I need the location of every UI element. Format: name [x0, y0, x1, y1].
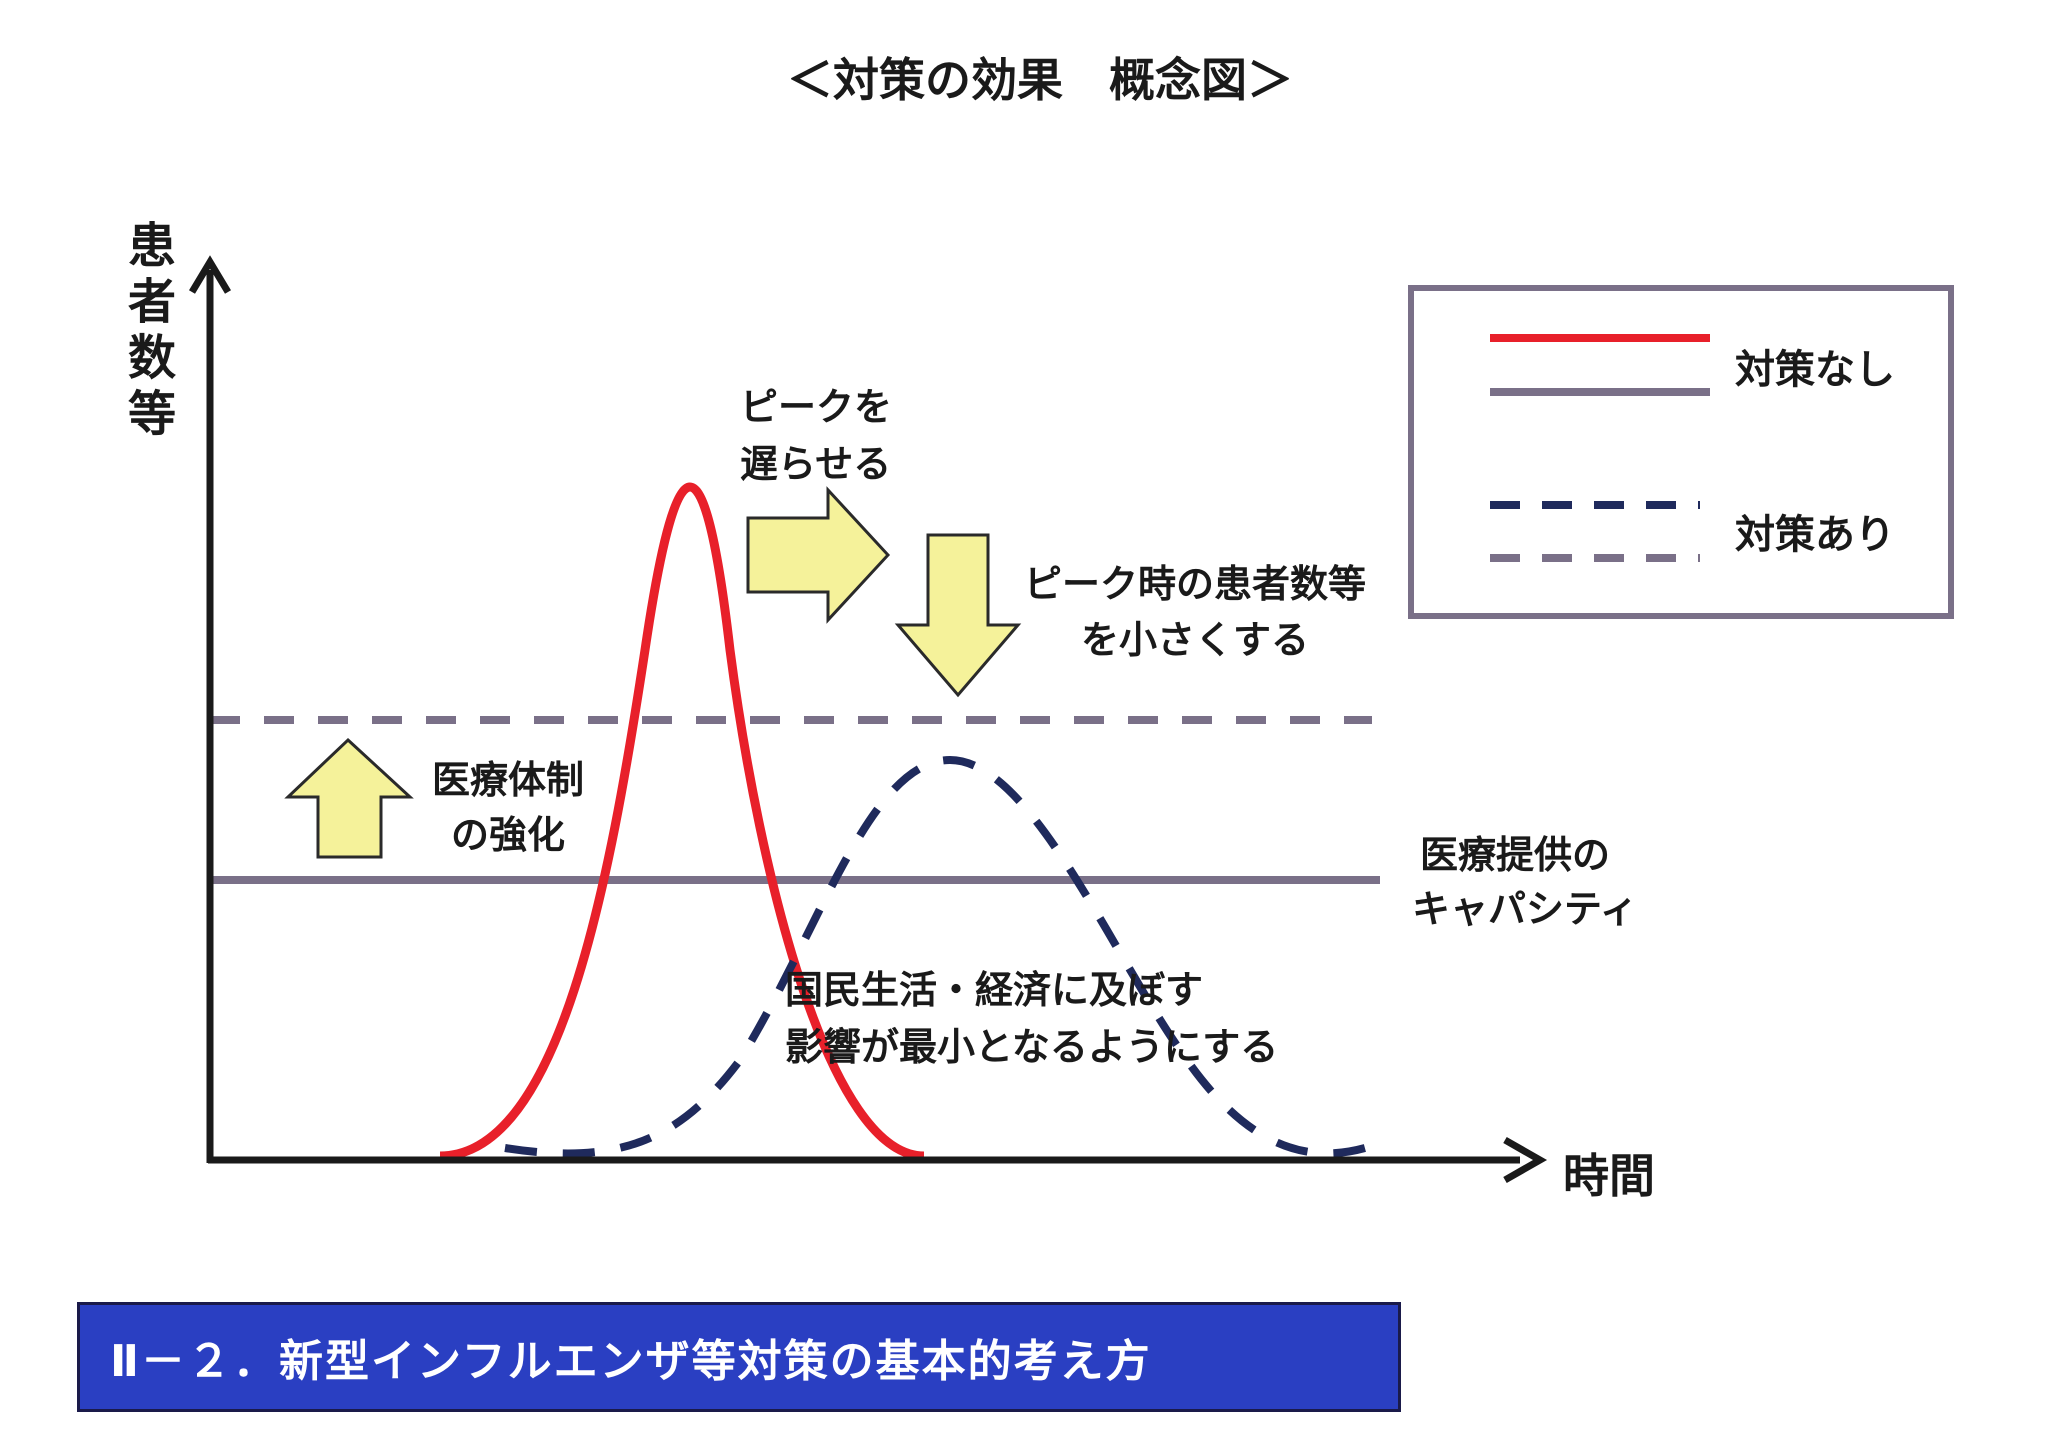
x-axis-arrowhead — [1503, 1136, 1548, 1184]
impact-label-line1: 国民生活・経済に及ぼす — [785, 968, 1203, 1012]
delay-peak-label-line2: 遅らせる — [740, 442, 891, 486]
capacity-label-line2: キャパシティ — [1412, 887, 1638, 931]
impact-label-line2: 影響が最小となるようにする — [785, 1025, 1278, 1069]
y-axis-label-2: 者 — [128, 274, 176, 330]
curve-without-measures — [439, 482, 925, 1161]
footer-banner: Ⅱ－２．新型インフルエンザ等対策の基本的考え方 — [77, 1302, 1401, 1412]
reduce-peak-label-line1: ピーク時の患者数等 — [1024, 562, 1366, 606]
y-axis-arrowhead — [188, 255, 232, 294]
y-axis-label-1: 患 — [128, 218, 176, 274]
legend-with-measures: 対策あり — [1735, 512, 1895, 558]
diagram-title: ＜対策の効果 概念図＞ — [787, 53, 1293, 107]
reduce-peak-label-line2: を小さくする — [1081, 618, 1309, 662]
curve-with-measures — [504, 755, 1367, 1158]
strengthen-label-line2: の強化 — [451, 813, 565, 857]
delay-peak-label-line1: ピークを — [740, 385, 892, 429]
delay-peak-arrow — [746, 486, 891, 624]
legend-without-measures: 対策なし — [1735, 347, 1895, 393]
strengthen-arrow — [284, 737, 414, 859]
capacity-label-line1: 医療提供の — [1420, 833, 1610, 877]
x-axis-label: 時間 — [1563, 1149, 1655, 1203]
y-axis-label-4: 等 — [128, 386, 176, 442]
strengthen-label-line1: 医療体制 — [432, 758, 584, 802]
reduce-peak-arrow — [894, 533, 1022, 698]
footer-title: Ⅱ－２．新型インフルエンザ等対策の基本的考え方 — [110, 1336, 1152, 1387]
y-axis-label-3: 数 — [128, 330, 176, 386]
